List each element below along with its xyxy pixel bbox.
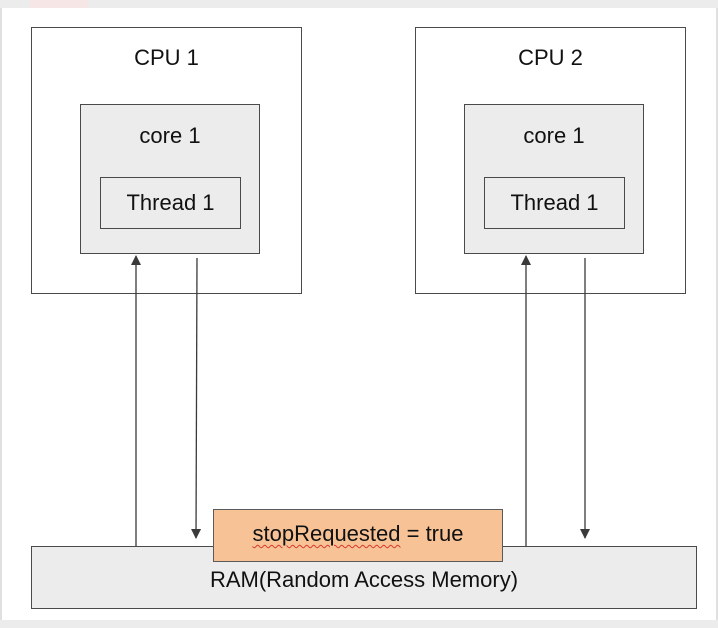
frame-right-edge bbox=[716, 8, 718, 620]
cpu-1-box: CPU 1 core 1 Thread 1 bbox=[31, 27, 302, 294]
cpu-2-core-label: core 1 bbox=[523, 123, 585, 148]
cpu-1-write-arrow bbox=[191, 257, 202, 539]
cpu-2-thread-box: Thread 1 bbox=[484, 177, 625, 229]
cpu-2-core-box: core 1 Thread 1 bbox=[464, 104, 644, 254]
stop-requested-variable-box: stopRequested = true bbox=[213, 509, 503, 562]
cpu-1-thread-box: Thread 1 bbox=[100, 177, 241, 229]
cpu-2-label: CPU 2 bbox=[518, 45, 583, 70]
cpu-1-label: CPU 1 bbox=[134, 45, 199, 70]
frame-top-edge bbox=[0, 0, 718, 8]
stop-requested-value: = true bbox=[400, 521, 464, 546]
frame-bottom-edge bbox=[0, 620, 718, 628]
ram-label: RAM(Random Access Memory) bbox=[209, 567, 519, 592]
cpu-1-thread-label: Thread 1 bbox=[126, 190, 215, 215]
cpu-2-thread-label: Thread 1 bbox=[510, 190, 599, 215]
cpu-1-core-box: core 1 Thread 1 bbox=[80, 104, 260, 254]
stop-requested-name: stopRequested bbox=[252, 521, 401, 546]
cpu-2-box: CPU 2 core 1 Thread 1 bbox=[415, 27, 686, 294]
cpu-1-core-label: core 1 bbox=[139, 123, 201, 148]
stop-requested-label: stopRequested = true bbox=[214, 521, 502, 547]
frame-top-accent bbox=[30, 0, 88, 8]
frame-left-edge bbox=[0, 8, 2, 620]
